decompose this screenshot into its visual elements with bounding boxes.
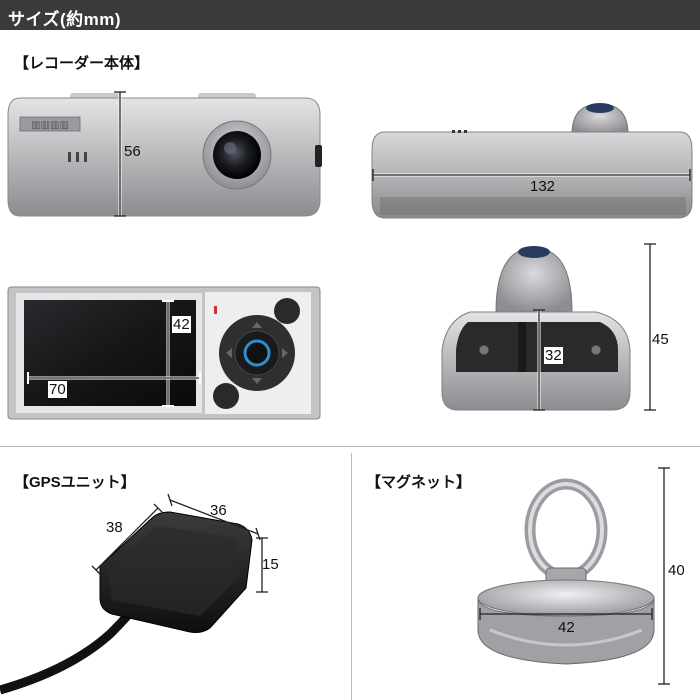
dim-gps-depth: 38 (106, 519, 123, 536)
section-label-magnet: 【マグネット】 (366, 474, 472, 491)
dim-gps-width: 36 (210, 502, 227, 519)
page-title: サイズ(約mm) (8, 10, 122, 29)
header-bar: サイズ(約mm) (0, 0, 700, 30)
dim-recorder-front-height: 56 (124, 143, 141, 160)
section-label-recorder: 【レコーダー本体】 (14, 55, 150, 72)
section-label-gps: 【GPSユニット】 (14, 474, 136, 491)
dim-recorder-side-width: 32 (544, 347, 563, 364)
dim-gps-height: 15 (262, 556, 279, 573)
dim-magnet-height: 40 (668, 562, 685, 579)
divider-vertical (351, 453, 352, 700)
dim-screen-width: 70 (48, 381, 67, 398)
dim-recorder-top-width: 132 (530, 178, 556, 195)
divider-horizontal (0, 446, 700, 447)
svg-text:▥▥▥▥: ▥▥▥▥ (31, 120, 69, 131)
dim-magnet-width: 42 (558, 619, 575, 636)
dim-recorder-side-height: 45 (652, 331, 669, 348)
dim-screen-height: 42 (172, 316, 191, 333)
